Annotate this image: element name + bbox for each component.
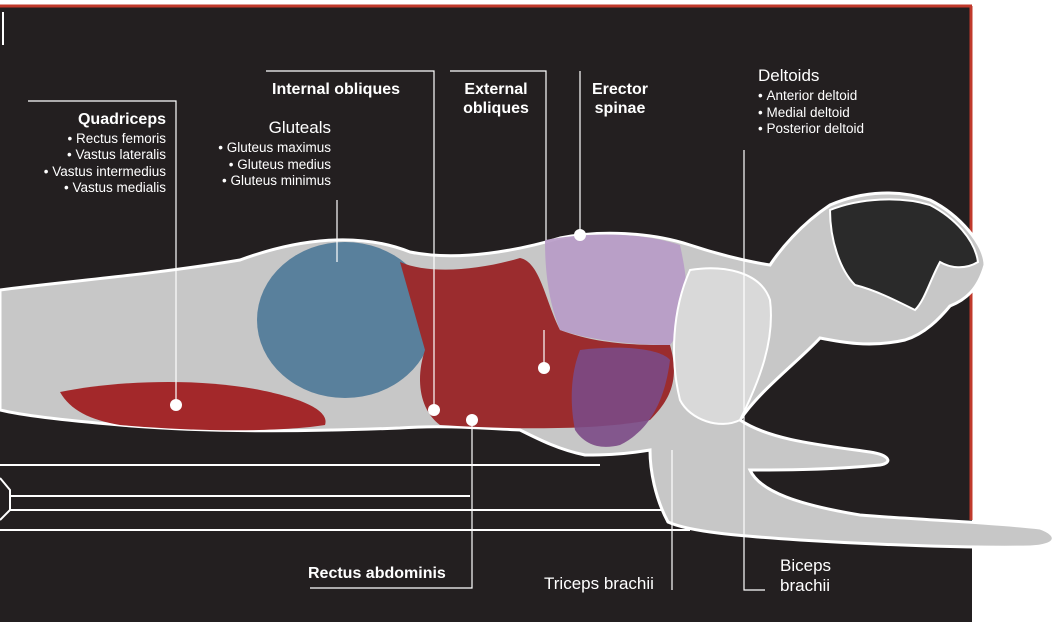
erector-spinae-line1: Erector — [584, 80, 656, 99]
external-obliques-line1: External — [452, 80, 540, 99]
label-quadriceps: Quadriceps Rectus femoris Vastus lateral… — [44, 110, 166, 196]
label-biceps-brachii: Biceps brachii — [780, 556, 831, 597]
quadriceps-item: Rectus femoris — [44, 131, 166, 147]
external-obliques-marker — [538, 362, 550, 374]
quadriceps-title: Quadriceps — [44, 110, 166, 129]
biceps-brachii-line1: Biceps — [780, 556, 831, 576]
quadriceps-marker — [170, 399, 182, 411]
quadriceps-item: Vastus lateralis — [44, 147, 166, 163]
deltoids-title: Deltoids — [758, 66, 864, 86]
gluteals-item: Gluteus minimus — [218, 173, 331, 189]
quadriceps-item: Vastus intermedius — [44, 164, 166, 180]
external-obliques-line2: obliques — [452, 99, 540, 118]
erector-spinae-marker — [574, 229, 586, 241]
internal-obliques-marker — [428, 404, 440, 416]
label-internal-obliques: Internal obliques — [272, 80, 400, 99]
gluteals-item: Gluteus maximus — [218, 140, 331, 156]
gluteals-item: Gluteus medius — [218, 157, 331, 173]
deltoids-item: Anterior deltoid — [758, 88, 864, 104]
label-triceps-brachii: Triceps brachii — [544, 574, 654, 594]
deltoids-item: Posterior deltoid — [758, 121, 864, 137]
biceps-brachii-line2: brachii — [780, 576, 831, 596]
quadriceps-item: Vastus medialis — [44, 180, 166, 196]
erector-spinae-line2: spinae — [584, 99, 656, 118]
gluteals-title: Gluteals — [218, 118, 331, 138]
rectus-abdominis-marker — [466, 414, 478, 426]
deltoids-item: Medial deltoid — [758, 105, 864, 121]
label-erector-spinae: Erector spinae — [584, 80, 656, 118]
label-external-obliques: External obliques — [452, 80, 540, 118]
label-deltoids: Deltoids Anterior deltoid Medial deltoid… — [758, 66, 864, 137]
label-gluteals: Gluteals Gluteus maximus Gluteus medius … — [218, 118, 331, 189]
erector-spinae-shape — [545, 235, 687, 345]
label-rectus-abdominis: Rectus abdominis — [308, 564, 446, 583]
